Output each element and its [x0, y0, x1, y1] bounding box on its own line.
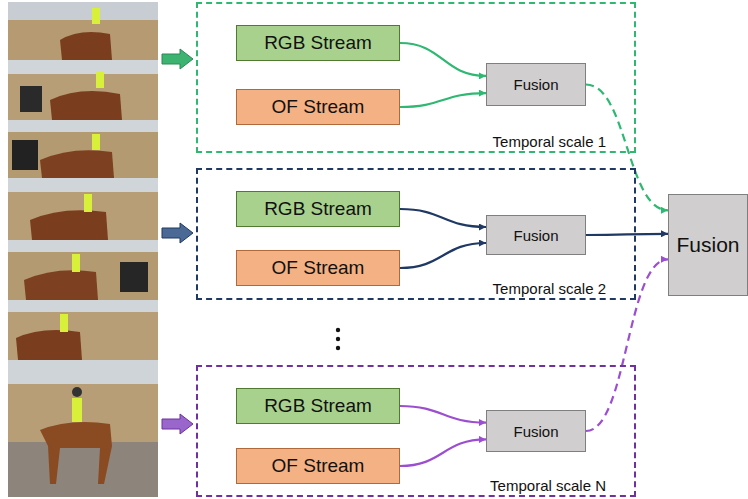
flow-arrow	[400, 209, 486, 227]
box-label: RGB Stream	[264, 198, 372, 220]
box-label: OF Stream	[272, 96, 365, 118]
box-label: OF Stream	[272, 455, 365, 477]
box-label: Fusion	[513, 76, 558, 93]
temporal-scale-group: Temporal scale N RGB Stream OF Stream Fusio…	[196, 365, 636, 497]
box-label: Fusion	[513, 423, 558, 440]
rgb-stream-box: RGB Stream	[236, 25, 400, 61]
flow-arrow	[400, 439, 486, 466]
box-label: RGB Stream	[264, 395, 372, 417]
group-label: Temporal scale 2	[491, 280, 608, 297]
fusion-box: Fusion	[486, 410, 586, 452]
of-stream-box: OF Stream	[236, 89, 400, 125]
of-stream-box: OF Stream	[236, 448, 400, 484]
flow-arrow	[400, 406, 486, 423]
input-arrows	[162, 49, 193, 434]
fusion-box: Fusion	[486, 215, 586, 255]
box-label: OF Stream	[272, 257, 365, 279]
of-stream-box: OF Stream	[236, 250, 400, 286]
temporal-scale-group: Temporal scale 1 RGB Stream OF Stream Fusio…	[196, 2, 636, 153]
box-label: Fusion	[513, 227, 558, 244]
rgb-stream-box: RGB Stream	[236, 388, 400, 424]
group-label: Temporal scale 1	[491, 133, 608, 150]
temporal-scale-group: Temporal scale 2 RGB Stream OF Stream Fusio…	[196, 168, 636, 300]
frame-strip	[8, 2, 158, 497]
final-fusion-box: Fusion	[668, 194, 748, 296]
rgb-stream-box: RGB Stream	[236, 191, 400, 227]
flow-arrow	[586, 234, 668, 235]
box-label: Fusion	[676, 233, 739, 257]
group-label: Temporal scale N	[488, 477, 608, 494]
ellipsis-dots	[336, 328, 340, 350]
fusion-box: Fusion	[486, 63, 586, 106]
box-label: RGB Stream	[264, 32, 372, 54]
flow-arrow	[400, 43, 486, 76]
flow-arrow	[400, 93, 486, 107]
flow-arrow	[400, 243, 486, 268]
